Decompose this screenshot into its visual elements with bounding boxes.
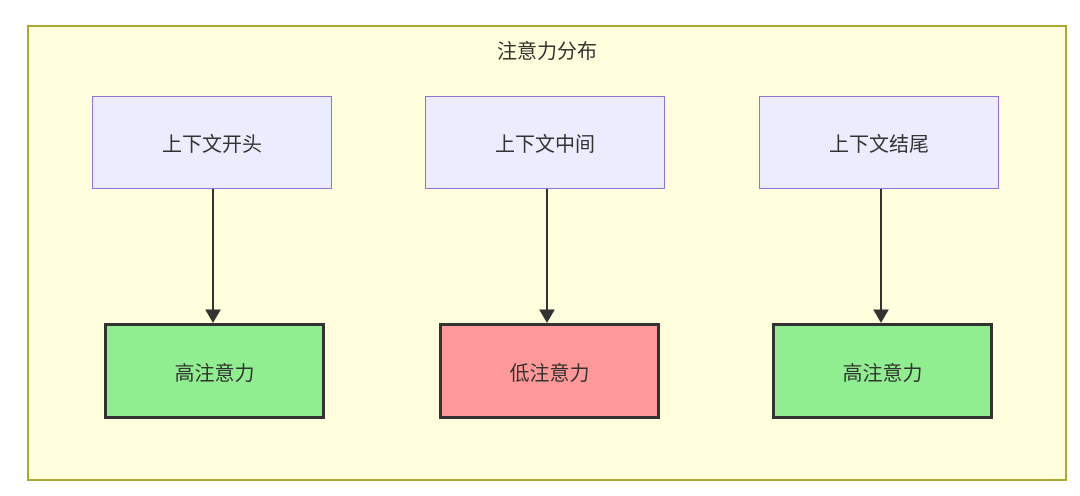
node-high-attention-left-label: 高注意力 [174,362,255,385]
node-context-beginning: 上下文开头 [92,96,332,189]
node-context-middle-label: 上下文中间 [495,134,595,156]
node-high-attention-right-label: 高注意力 [842,362,923,385]
node-context-middle: 上下文中间 [425,96,665,189]
node-high-attention-left: 高注意力 [104,323,325,419]
node-context-beginning-label: 上下文开头 [162,134,262,156]
arrow-end-to-high [873,189,889,323]
arrow-middle-to-low [539,189,555,323]
node-context-end-label: 上下文结尾 [829,134,929,156]
arrow-begin-to-high [205,189,221,323]
node-context-end: 上下文结尾 [759,96,999,189]
node-low-attention-middle: 低注意力 [439,323,660,419]
node-low-attention-middle-label: 低注意力 [509,362,590,385]
attention-distribution-subgraph: 注意力分布 上下文开头 上下文中间 上下文结尾 高注意力 低注意力 高注意力 [27,25,1067,481]
node-high-attention-right: 高注意力 [772,323,993,419]
diagram-title: 注意力分布 [497,41,597,63]
